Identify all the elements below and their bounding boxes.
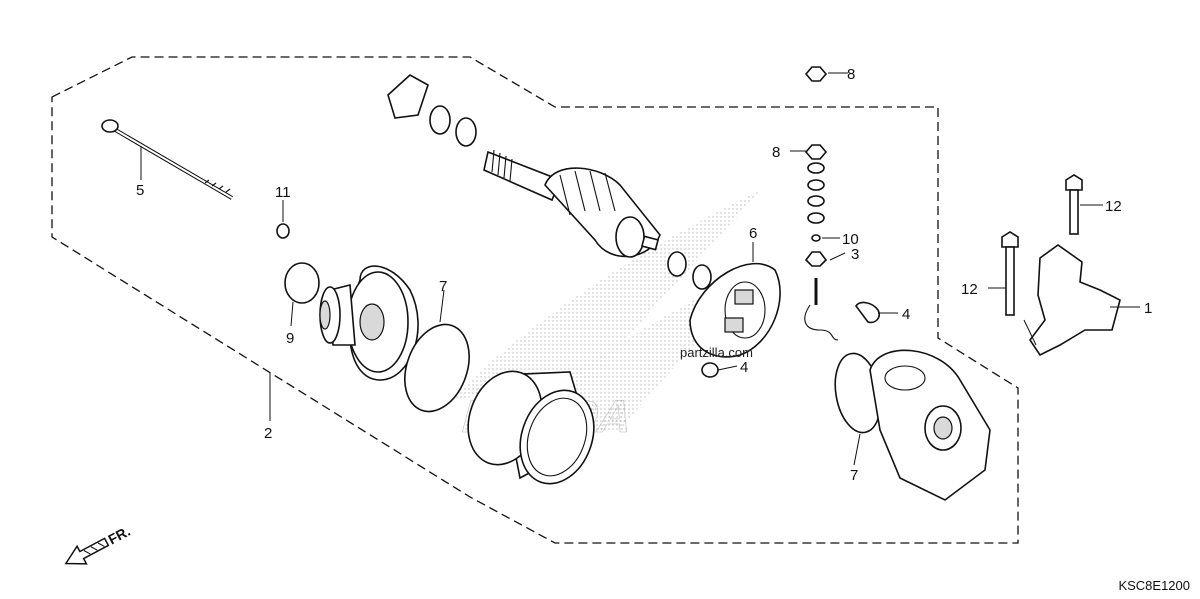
arrow-icon <box>64 537 110 565</box>
part-label-1: 1 <box>1144 300 1152 317</box>
front-direction-label: FR. <box>105 523 132 548</box>
nut-part-8-top <box>804 66 828 82</box>
drawing-code: KSC8E1200 <box>1118 578 1190 593</box>
rear-washer-a <box>667 251 687 277</box>
front-direction-arrow: FR. <box>64 523 133 565</box>
part-label-4-lower: 4 <box>740 359 748 376</box>
thrust-washer-b <box>455 117 477 147</box>
bolt-part-12-upper <box>1065 174 1083 235</box>
part-label-12-lower: 12 <box>961 281 978 298</box>
part-label-11: 11 <box>275 184 291 201</box>
rear-washer-b <box>692 264 712 290</box>
bracket-part-1 <box>1029 244 1121 357</box>
front-cover <box>319 265 419 381</box>
part-label-8: 8 <box>772 144 780 161</box>
small-o-ring-part-11 <box>276 223 290 239</box>
terminal-hardware-stack <box>804 144 828 267</box>
rear-cover <box>869 349 991 501</box>
bolt-part-12-lower <box>1001 231 1019 316</box>
terminal-bolt-part-3 <box>804 278 839 341</box>
part-label-6: 6 <box>749 225 757 242</box>
leader-lines <box>140 72 1140 466</box>
clip-part-4-upper <box>855 301 880 324</box>
part-label-8-top: 8 <box>847 66 855 83</box>
part-label-3: 3 <box>851 246 859 263</box>
part-label-12-upper: 12 <box>1105 198 1122 215</box>
armature <box>483 149 661 258</box>
thrust-plate <box>387 74 429 119</box>
nut-part-4-lower <box>701 362 719 378</box>
o-ring-part-9 <box>284 262 320 304</box>
part-label-2: 2 <box>264 425 272 442</box>
yoke-housing <box>467 370 595 485</box>
part-label-7-front: 7 <box>439 278 447 295</box>
assembly-outline <box>51 56 1019 544</box>
part-label-10: 10 <box>842 231 859 248</box>
brush-holder-part-6 <box>689 262 781 358</box>
part-label-9: 9 <box>286 330 294 347</box>
part-label-7-rear: 7 <box>850 467 858 484</box>
long-bolt-part-5 <box>101 119 234 200</box>
part-label-4-upper: 4 <box>902 306 910 323</box>
large-gasket-part-7-front <box>404 323 470 413</box>
partzilla-watermark: partzilla.com <box>680 345 753 360</box>
part-label-5: 5 <box>136 182 144 199</box>
thrust-washer-a <box>429 105 451 135</box>
